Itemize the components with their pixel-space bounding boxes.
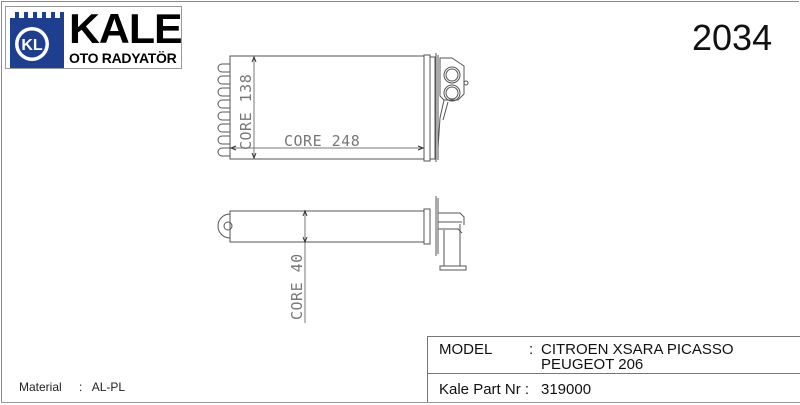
brand-name: KALE	[69, 5, 183, 52]
core-width-label: CORE 248	[284, 132, 360, 150]
part-number-row: Kale Part Nr : 319000	[428, 374, 800, 404]
part-number-label: Kale Part Nr :	[439, 381, 530, 398]
drawing-number: 2034	[692, 17, 773, 58]
material-spec: Material : AL-PL	[19, 380, 125, 394]
model-line-1: CITROEN XSARA PICASSO	[541, 341, 734, 358]
svg-text:KL: KL	[21, 37, 43, 54]
model-separator: :	[529, 341, 534, 358]
part-number-value: 319000	[541, 381, 592, 398]
core-depth-label: CORE 40	[288, 253, 306, 320]
info-table: MODEL : CITROEN XSARA PICASSO PEUGEOT 20…	[427, 336, 800, 403]
model-line-2: PEUGEOT 206	[541, 356, 644, 373]
model-row: MODEL : CITROEN XSARA PICASSO PEUGEOT 20…	[428, 337, 800, 374]
castle-emblem-icon: KL	[10, 12, 64, 68]
tube-ends	[217, 63, 230, 157]
model-label: MODEL	[439, 341, 493, 358]
kale-logo: KL KALE OTO RADYATÖR	[5, 5, 183, 69]
bottom-border	[1, 402, 800, 403]
core-height-label: CORE 138	[237, 74, 255, 150]
material-value: AL-PL	[91, 380, 126, 394]
material-label: Material	[19, 380, 62, 394]
brand-subtitle: OTO RADYATÖR	[69, 50, 177, 66]
material-separator: :	[79, 380, 83, 394]
